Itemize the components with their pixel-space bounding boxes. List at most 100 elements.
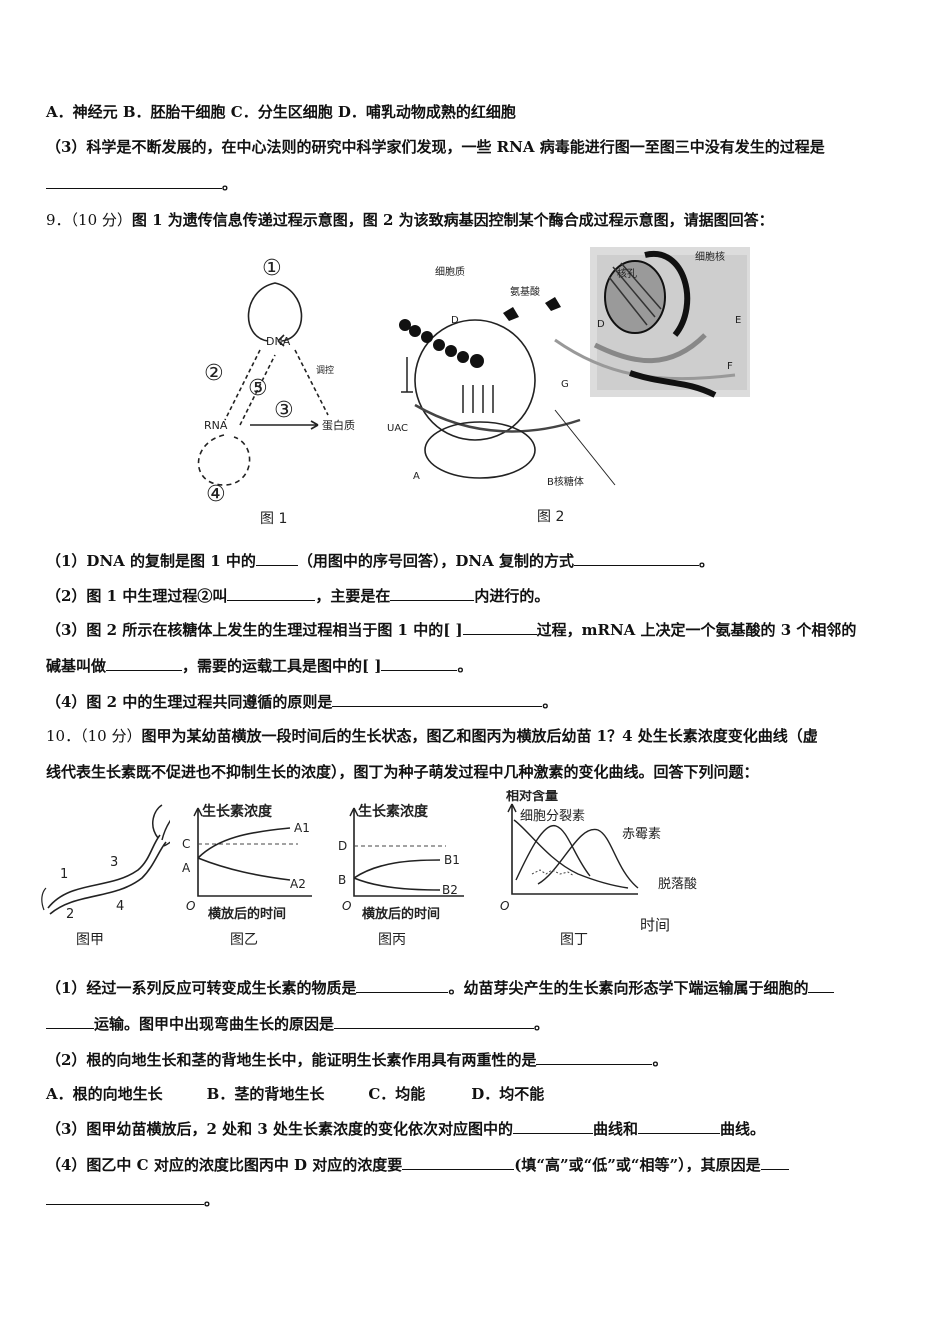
answer-blank[interactable] — [536, 1050, 653, 1065]
q9-sub3-cont: 碱基叫做，需要的运载工具是图中的[ ]。 — [46, 656, 473, 675]
figure-bing: 生长素浓度 D B B1 B2 O 横放后的时间 图丙 — [338, 803, 464, 948]
q10-sub3: （3）图甲幼苗横放后，2 处和 3 处生长素浓度的变化依次对应图中的曲线和曲线。 — [46, 1119, 766, 1138]
option-d[interactable]: D．均不能 — [471, 1085, 545, 1103]
answer-blank[interactable] — [760, 1155, 789, 1170]
anticodon-label: UAC — [387, 423, 408, 434]
ding-series-abscisic-acid: 脱落酸 — [658, 877, 697, 892]
protein-label: 蛋白质 — [322, 418, 355, 432]
q10-sub2: （2）根的向地生长和茎的背地生长中，能证明生长素作用具有两重性的是。 — [46, 1050, 668, 1069]
yi-ylabel: 生长素浓度 — [202, 803, 273, 820]
figure-ding-caption: 图丁 — [560, 932, 588, 948]
q8-sub3: （3）科学是不断发展的，在中心法则的研究中科学家们发现，一些 RNA 病毒能进行… — [46, 137, 910, 157]
q10-sub4-cont: 。 — [46, 1190, 910, 1210]
answer-blank[interactable] — [638, 1119, 720, 1134]
process-3-label: ③ — [274, 398, 294, 423]
answer-blank[interactable] — [390, 586, 475, 601]
label-e: E — [735, 315, 741, 326]
answer-blank[interactable] — [402, 1155, 515, 1170]
yi-label-a1: A1 — [294, 821, 310, 835]
q9-sub4: （4）图 2 中的生理过程共同遵循的原则是。 — [46, 692, 558, 711]
q10-sub1: （1）经过一系列反应可转变成生长素的物质是。幼苗芽尖产生的生长素向形态学下端运输… — [46, 978, 910, 998]
ding-xlabel: 时间 — [640, 916, 670, 934]
amino-acid-label: 氨基酸 — [510, 285, 540, 298]
figure-ding: 相对含量 细胞分裂素 赤霉素 脱落酸 O 时间 图丁 — [500, 790, 697, 948]
label-g: G — [561, 379, 569, 390]
answer-blank[interactable] — [106, 656, 183, 671]
figure-1-caption: 图 1 — [260, 511, 287, 527]
label-d-nucleus: D — [597, 319, 605, 330]
cytoplasm-label: 细胞质 — [435, 265, 465, 278]
option-c[interactable]: C．均能 — [368, 1085, 426, 1103]
answer-blank[interactable] — [574, 551, 699, 566]
answer-blank[interactable] — [381, 656, 458, 671]
bing-xlabel: 横放后的时间 — [362, 906, 440, 922]
q9-sub1: （1）DNA 的复制是图 1 中的（用图中的序号回答），DNA 复制的方式。 — [46, 551, 715, 570]
q10-sub1-cont: 运输。图甲中出现弯曲生长的原因是。 — [46, 1014, 910, 1034]
q9-sub3: （3）图 2 所示在核糖体上发生的生理过程相当于图 1 中的[ ]过程，mRNA… — [46, 620, 857, 639]
q9-figure-2: 细胞质 氨基酸 细胞核 核孔 D D E F G UAC A B核糖体 图 2 — [387, 247, 750, 525]
q9-stem: 9．（10 分）图 1 为遗传信息传递过程示意图，图 2 为该致病基因控制某个酶… — [46, 211, 774, 229]
ding-series-cytokinin: 细胞分裂素 — [520, 809, 585, 824]
bing-origin: O — [342, 899, 351, 913]
ding-series-gibberellin: 赤霉素 — [622, 827, 661, 842]
q9-figure-1: ① ② ⑤ ③ ④ DNA RNA 蛋白质 调控 图 1 — [197, 256, 355, 527]
ding-ylabel: 相对含量 — [506, 790, 558, 804]
bing-label-b1: B1 — [444, 853, 460, 867]
figure-2-caption: 图 2 — [537, 509, 564, 525]
answer-blank[interactable] — [227, 586, 316, 601]
bing-ylabel: 生长素浓度 — [358, 803, 429, 820]
q10-stem: 10．（10 分）图甲为某幼苗横放一段时间后的生长状态，图乙和图丙为横放后幼苗 … — [46, 727, 818, 745]
q9-number: 9．（10 分） — [46, 211, 132, 229]
position-3-label: 3 — [110, 855, 118, 870]
q10-stem-cont: 线代表生长素既不促进也不抑制生长的浓度），图丁为种子萌发过程中几种激素的变化曲线… — [46, 763, 759, 781]
answer-blank[interactable] — [334, 1014, 535, 1029]
answer-blank[interactable] — [332, 692, 543, 707]
position-1-label: 1 — [60, 867, 68, 882]
bing-label-d: D — [338, 839, 347, 853]
yi-label-a2: A2 — [290, 877, 306, 891]
option-b[interactable]: B．茎的背地生长 — [206, 1085, 325, 1103]
answer-blank[interactable] — [808, 978, 835, 993]
option-a[interactable]: A．根的向地生长 — [46, 1085, 163, 1103]
answer-blank[interactable] — [46, 174, 222, 189]
q8-options: A．神经元 B．胚胎干细胞 C．分生区细胞 D．哺乳动物成熟的红细胞 — [46, 103, 516, 121]
answer-blank[interactable] — [356, 978, 449, 993]
figure-jia-caption: 图甲 — [76, 932, 104, 948]
nucleus-label: 细胞核 — [695, 250, 725, 263]
figure-yi-caption: 图乙 — [230, 932, 258, 948]
rna-label: RNA — [204, 419, 228, 432]
nuclear-pore-label: 核孔 — [617, 267, 637, 280]
figure-yi: 生长素浓度 C A A1 A2 O 横放后的时间 图乙 — [182, 803, 312, 948]
label-f: F — [727, 361, 733, 372]
figure-jia: 1 2 3 4 图甲 — [41, 804, 170, 948]
yi-label-c: C — [182, 837, 190, 851]
process-4-label: ④ — [206, 482, 226, 507]
q10-options: A．根的向地生长 B．茎的背地生长 C．均能 D．均不能 — [46, 1084, 910, 1104]
q10-sub4: （4）图乙中 C 对应的浓度比图丙中 D 对应的浓度要(填“高”或“低”或“相等… — [46, 1155, 910, 1175]
answer-blank[interactable] — [462, 620, 537, 635]
q10-number: 10．（10 分） — [46, 727, 142, 745]
ribosome-label: B核糖体 — [547, 475, 584, 488]
q8-sub3-text: （3）科学是不断发展的，在中心法则的研究中科学家们发现，一些 RNA 病毒能进行… — [46, 138, 825, 156]
position-4-label: 4 — [116, 899, 124, 914]
position-2-label: 2 — [66, 907, 74, 922]
answer-blank[interactable] — [46, 1014, 94, 1029]
ding-origin: O — [500, 899, 509, 913]
process-1-label: ① — [262, 256, 282, 281]
answer-blank[interactable] — [255, 551, 298, 566]
process-5-label: ⑤ — [248, 376, 268, 401]
label-a: A — [413, 471, 420, 482]
process-2-label: ② — [204, 361, 224, 386]
dna-label: DNA — [266, 335, 291, 348]
q9-sub2: （2）图 1 中生理过程②叫，主要是在内进行的。 — [46, 586, 550, 605]
answer-blank[interactable] — [46, 1190, 204, 1205]
yi-xlabel: 横放后的时间 — [208, 906, 286, 922]
figure-bing-caption: 图丙 — [378, 932, 406, 948]
yi-origin: O — [186, 899, 195, 913]
bing-label-b2: B2 — [442, 883, 458, 897]
bing-label-b: B — [338, 873, 346, 887]
q8-sub3-answer: 。 — [46, 174, 910, 194]
answer-blank[interactable] — [512, 1119, 593, 1134]
regulation-label: 调控 — [316, 364, 334, 376]
label-d-cytoplasm: D — [451, 315, 459, 326]
